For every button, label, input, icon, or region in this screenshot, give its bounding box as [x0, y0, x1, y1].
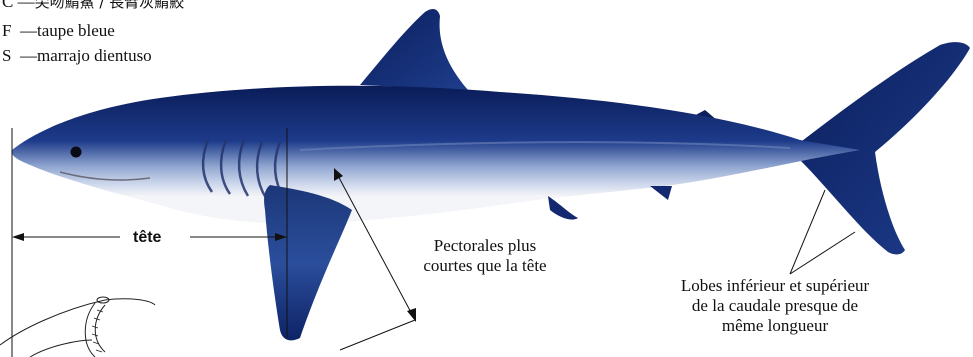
name-code: F: [2, 21, 11, 40]
caudal-annotation: Lobes inférieur et supérieur de la cauda…: [625, 276, 925, 336]
name-dash: —: [18, 0, 35, 11]
name-text: marrajo dientuso: [37, 46, 152, 65]
pelvic-fin: [548, 196, 578, 220]
name-text: taupe bleue: [37, 21, 115, 40]
head-label: tête: [133, 228, 161, 248]
dorsal-fin: [360, 9, 468, 90]
caudal-line-3: même longueur: [625, 316, 925, 336]
pectoral-line-1: Pectorales plus: [395, 236, 575, 256]
pectoral-annotation: Pectorales plus courtes que la tête: [395, 236, 575, 276]
pectoral-fin: [264, 185, 352, 340]
pectoral-line-2: courtes que la tête: [395, 256, 575, 276]
name-line-s: S —marrajo dientuso: [2, 46, 152, 66]
name-code: C: [2, 0, 13, 11]
caudal-line-1: Lobes inférieur et supérieur: [625, 276, 925, 296]
caudal-line-2: de la caudale presque de: [625, 296, 925, 316]
name-line-c: C —尖吻鯖鯊 / 長臂灰鯖鮫: [2, 0, 184, 12]
name-line-f: F —taupe bleue: [2, 21, 115, 41]
name-text: 尖吻鯖鯊 / 長臂灰鯖鮫: [35, 0, 185, 11]
shark-eye: [71, 147, 82, 158]
name-code: S: [2, 46, 11, 65]
name-dash: —: [20, 21, 37, 40]
name-dash: —: [20, 46, 37, 65]
teeth-inset: [0, 297, 155, 357]
shark-body: [12, 86, 860, 224]
anal-fin: [650, 186, 672, 200]
